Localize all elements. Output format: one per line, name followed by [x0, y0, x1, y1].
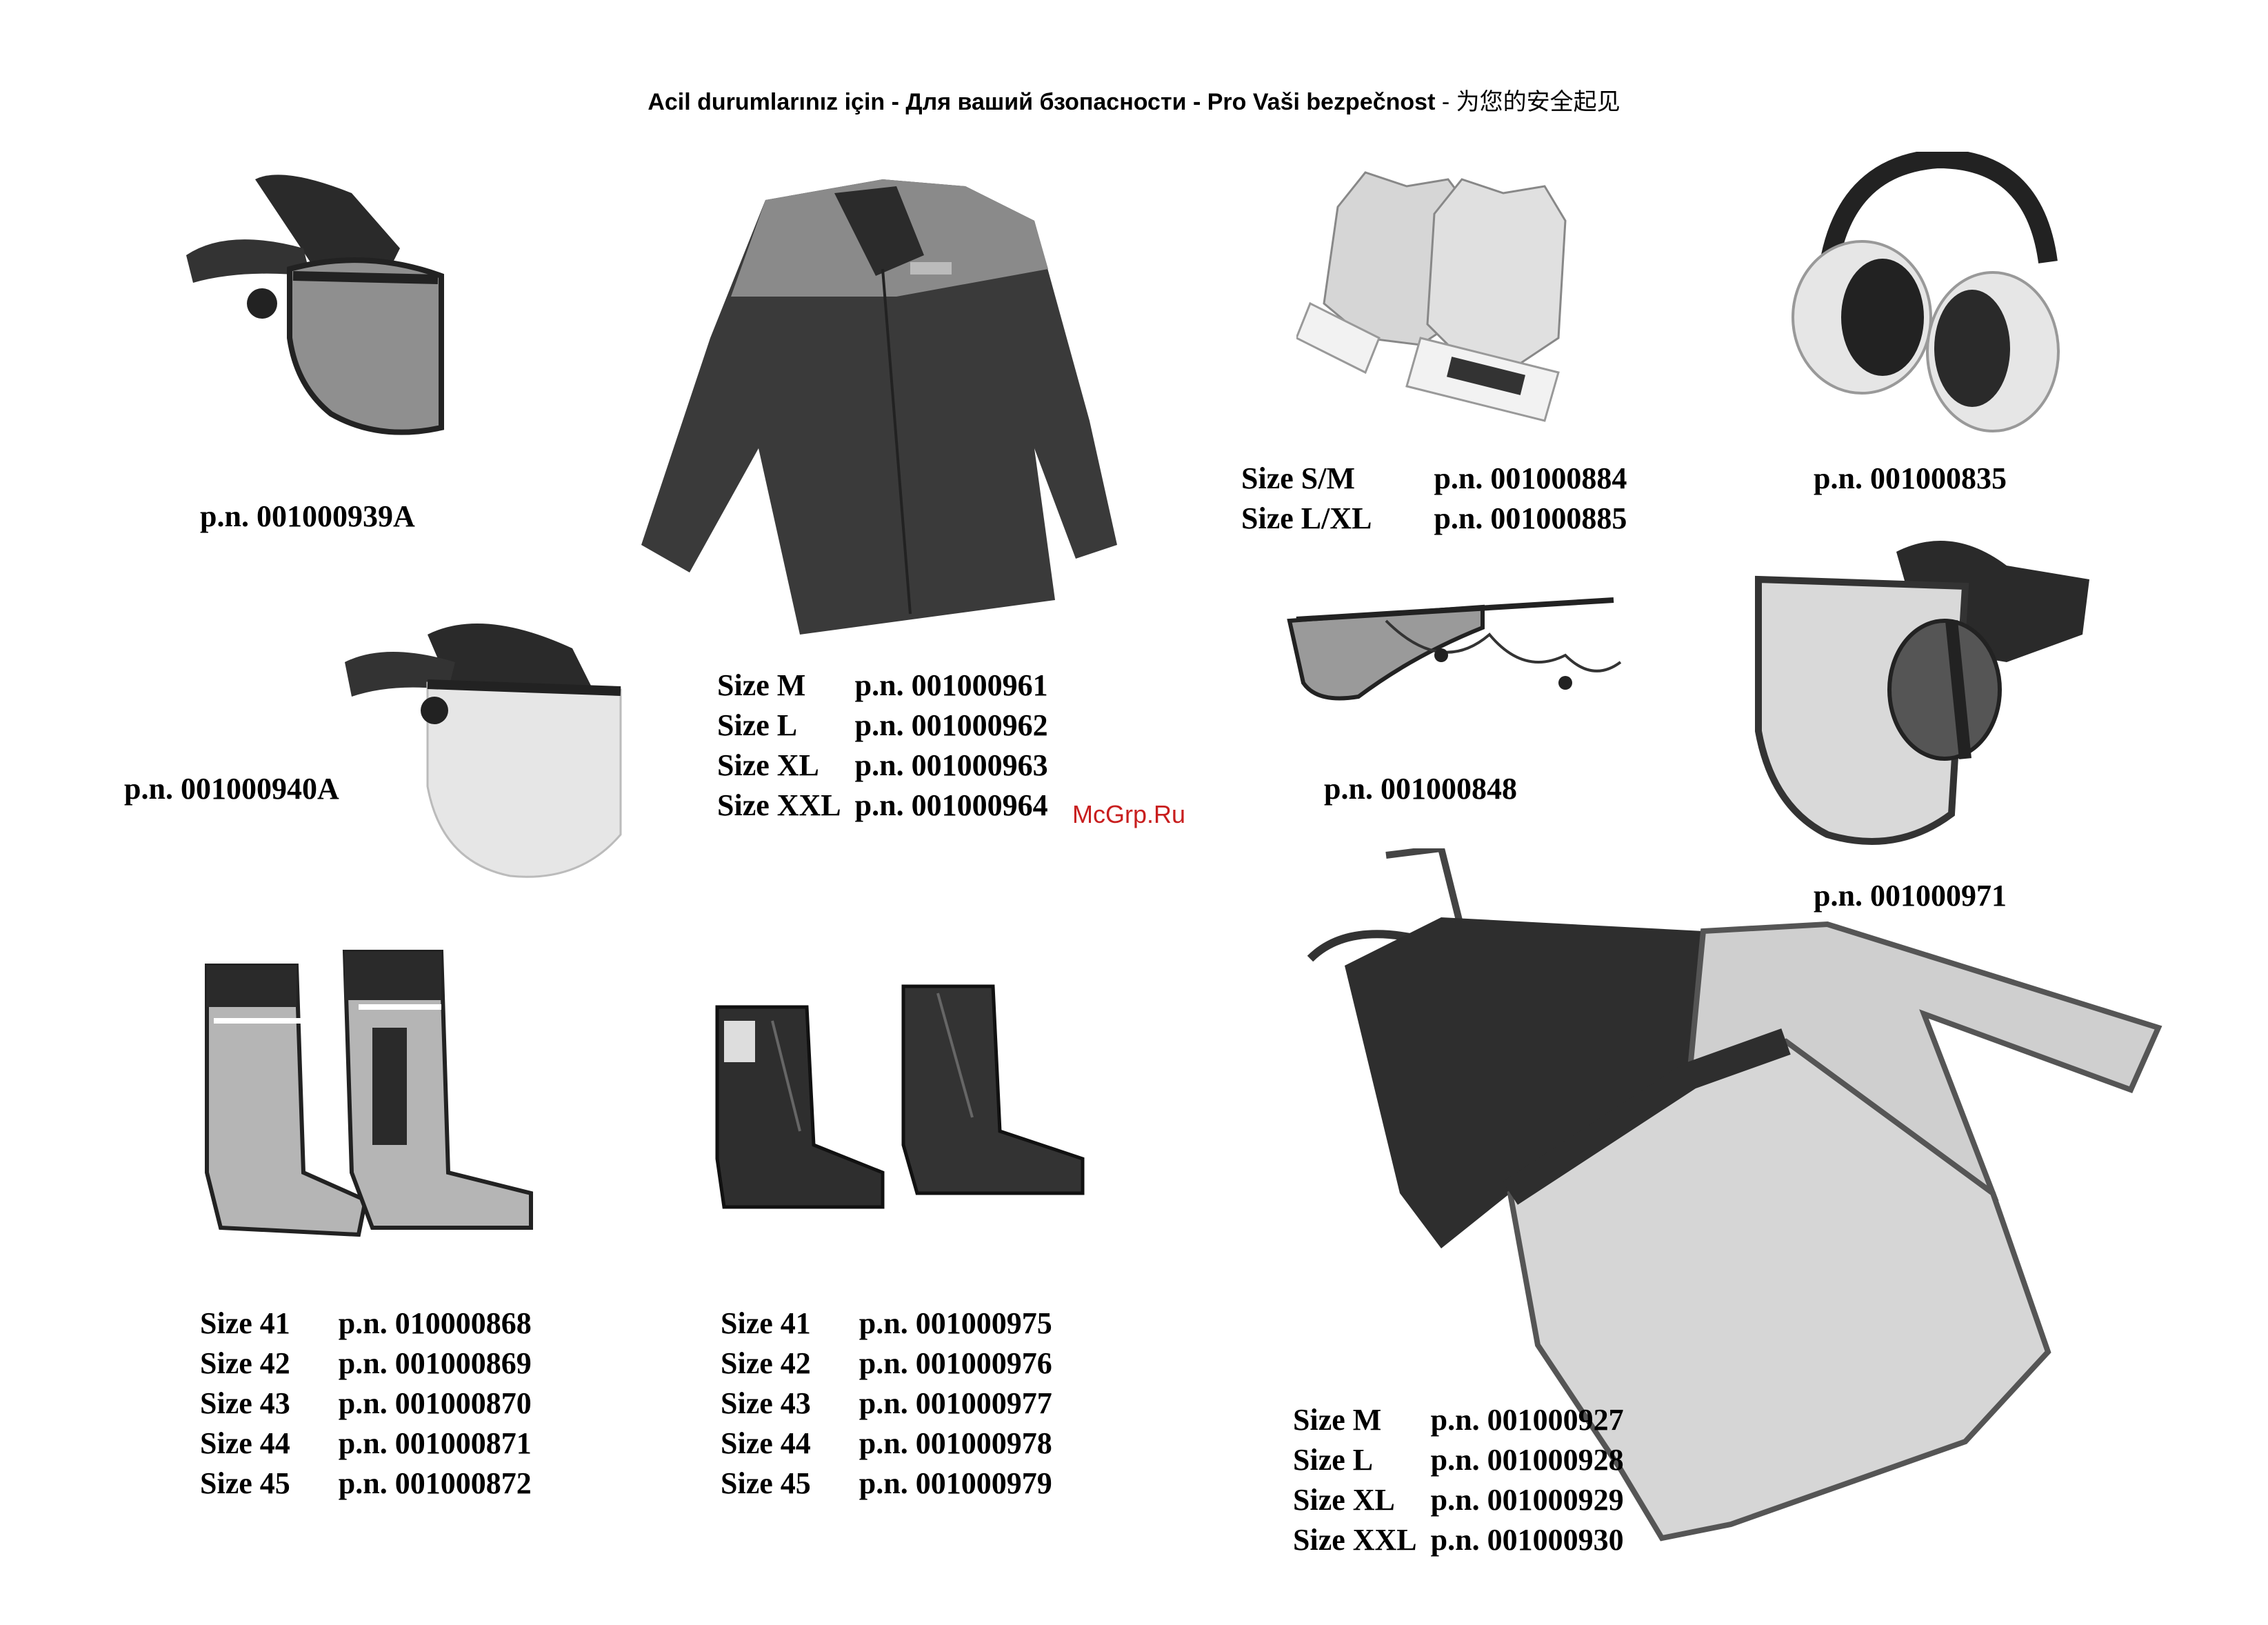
part-number: p.n. 001000928 — [1430, 1443, 1624, 1477]
mesh-visor-image — [172, 166, 462, 455]
size-row: Size 45 p.n. 001000979 — [721, 1464, 1052, 1504]
size-label: Size M — [717, 668, 806, 702]
title-chinese: - 为您的安全起见 — [1441, 89, 1620, 115]
size-label: Size XXL — [1293, 1523, 1417, 1557]
size-label: Size 42 — [200, 1346, 290, 1380]
part-number: p.n. 001000964 — [854, 788, 1048, 822]
size-label: Size L — [1293, 1443, 1374, 1477]
size-label: Size M — [1293, 1403, 1382, 1437]
page-title: Acil durumlarınız için - Для ваший бзопа… — [0, 83, 2268, 117]
part-number: p.n. 001000872 — [338, 1466, 532, 1500]
visor-earmuff-pn: p.n. 001000971 — [1814, 879, 2007, 913]
clear-visor-pn: p.n. 001000940A — [124, 772, 339, 806]
size-label: Size XL — [717, 748, 819, 782]
part-number: p.n. 001000884 — [1434, 461, 1627, 495]
jacket-image — [607, 159, 1138, 641]
size-row: Size L p.n. 001000962 — [717, 706, 1048, 746]
size-label: Size XL — [1293, 1483, 1395, 1517]
size-label: Size 43 — [200, 1386, 290, 1420]
size-row: Size 41 p.n. 001000975 — [721, 1304, 1052, 1344]
glasses-pn: p.n. 001000848 — [1324, 772, 1517, 806]
size-label: Size 41 — [200, 1306, 290, 1340]
trousers-sizes: Size M p.n. 001000927 Size L p.n. 00100092… — [1293, 1400, 1624, 1560]
visor-earmuff-combo-image — [1745, 524, 2103, 883]
part-number: p.n. 001000979 — [859, 1466, 1052, 1500]
size-label: Size 45 — [721, 1466, 811, 1500]
size-row: Size 43 p.n. 001000870 — [200, 1384, 532, 1424]
size-row: Size M p.n. 001000927 — [1293, 1400, 1624, 1440]
size-label: Size 41 — [721, 1306, 811, 1340]
size-label: Size 42 — [721, 1346, 811, 1380]
title-czech: Pro Vaši bezpečnost — [1207, 89, 1436, 115]
size-label: Size 44 — [200, 1426, 290, 1460]
size-row: Size 43 p.n. 001000977 — [721, 1384, 1052, 1424]
jacket-sizes: Size M p.n. 001000961 Size L p.n. 00100096… — [717, 666, 1048, 826]
size-row: Size S/M p.n. 001000884 — [1241, 459, 1627, 499]
size-label: Size 45 — [200, 1466, 290, 1500]
part-number: p.n. 001000975 — [859, 1306, 1052, 1340]
earmuffs-pn: p.n. 001000835 — [1814, 461, 2007, 495]
size-row: Size 42 p.n. 001000869 — [200, 1344, 532, 1384]
part-number: p.n. 001000961 — [854, 668, 1048, 702]
size-row: Size 44 p.n. 001000978 — [721, 1424, 1052, 1464]
size-label: Size L — [717, 708, 798, 742]
size-label: Size 44 — [721, 1426, 811, 1460]
size-row: Size XXL p.n. 001000930 — [1293, 1520, 1624, 1560]
leather-boots-image — [710, 979, 1096, 1228]
part-number: p.n. 001000962 — [854, 708, 1048, 742]
part-number: p.n. 001000885 — [1434, 501, 1627, 535]
size-row: Size XL p.n. 001000963 — [717, 746, 1048, 786]
watermark: McGrp.Ru — [1072, 800, 1186, 828]
part-number: p.n. 001000977 — [859, 1386, 1052, 1420]
size-row: Size L p.n. 001000928 — [1293, 1440, 1624, 1480]
size-row: Size 45 p.n. 001000872 — [200, 1464, 532, 1504]
size-row: Size 44 p.n. 001000871 — [200, 1424, 532, 1464]
size-label: Size 43 — [721, 1386, 811, 1420]
part-number: p.n. 001000870 — [338, 1386, 532, 1420]
rubber-boots-image — [186, 945, 545, 1248]
mesh-visor-pn: p.n. 001000939A — [200, 499, 415, 533]
part-number: p.n. 001000929 — [1430, 1483, 1624, 1517]
size-label: Size S/M — [1241, 461, 1355, 495]
part-number: p.n. 001000978 — [859, 1426, 1052, 1460]
rubber-boots-sizes: Size 41 p.n. 010000868 Size 42 p.n. 001000… — [200, 1304, 532, 1504]
size-label: Size XXL — [717, 788, 841, 822]
size-row: Size XXL p.n. 001000964 — [717, 786, 1048, 826]
part-number: p.n. 001000927 — [1430, 1403, 1624, 1437]
gloves-image — [1296, 166, 1627, 441]
size-label: Size L/XL — [1241, 501, 1372, 535]
size-row: Size 42 p.n. 001000976 — [721, 1344, 1052, 1384]
part-number: p.n. 001000930 — [1430, 1523, 1624, 1557]
size-row: Size L/XL p.n. 001000885 — [1241, 499, 1627, 539]
part-number: p.n. 001000869 — [338, 1346, 532, 1380]
title-russian: Для ваший бзопасности - — [905, 89, 1201, 115]
earmuffs-image — [1786, 152, 2076, 441]
part-number: p.n. 001000871 — [338, 1426, 532, 1460]
size-row: Size 41 p.n. 010000868 — [200, 1304, 532, 1344]
size-row: Size M p.n. 001000961 — [717, 666, 1048, 706]
part-number: p.n. 001000963 — [854, 748, 1048, 782]
size-row: Size XL p.n. 001000929 — [1293, 1480, 1624, 1520]
chainsaw-trousers-image — [1303, 848, 2172, 1552]
gloves-sizes: Size S/M p.n. 001000884 Size L/XL p.n. 001… — [1241, 459, 1627, 539]
part-number: p.n. 001000976 — [859, 1346, 1052, 1380]
leather-boots-sizes: Size 41 p.n. 001000975 Size 42 p.n. 001000… — [721, 1304, 1052, 1504]
title-turkish: Acil durumlarınız için - — [648, 89, 899, 115]
part-number: p.n. 010000868 — [338, 1306, 532, 1340]
safety-glasses-image — [1276, 579, 1634, 731]
clear-visor-image — [345, 607, 634, 897]
